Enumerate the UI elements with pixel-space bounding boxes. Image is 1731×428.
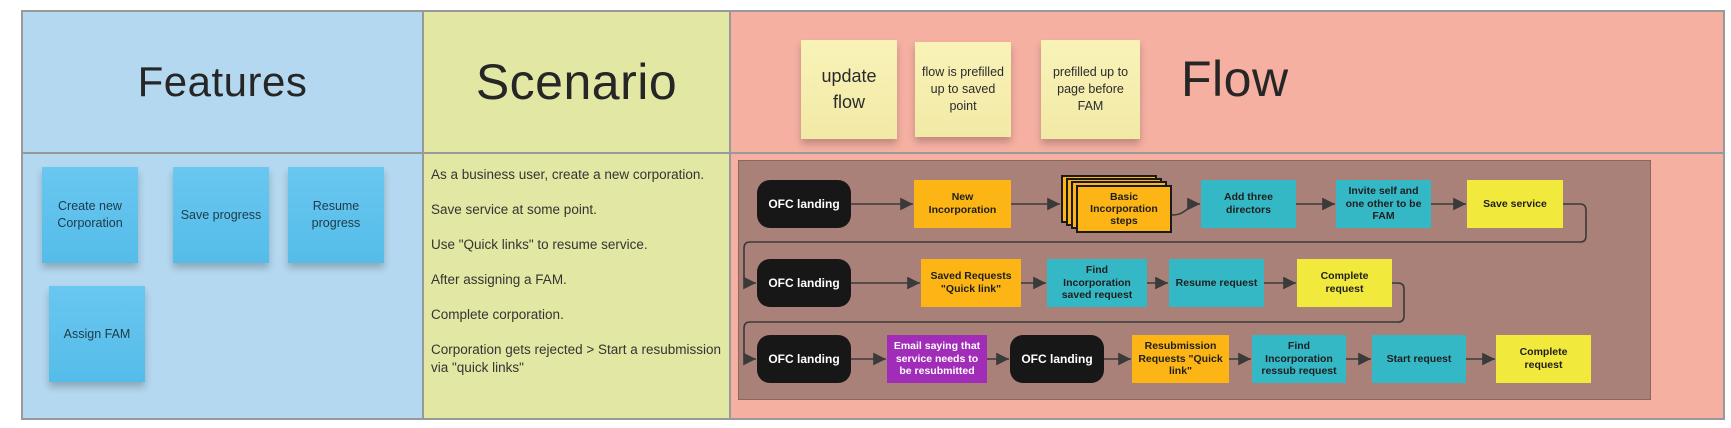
flow-node-label: Saved Requests "Quick link" — [930, 270, 1012, 295]
flow-column: update flow flow is prefilled up to save… — [731, 12, 1723, 418]
flow-diagram-panel: OFC landing New Incorporation Basic Inco… — [738, 160, 1651, 400]
flow-node-label: Email saying that service needs to be re… — [893, 340, 981, 378]
sticky-note-label: Resume progress — [311, 199, 361, 230]
scenario-header: Scenario — [424, 12, 729, 154]
scenario-column: Scenario As a business user, create a ne… — [424, 12, 731, 418]
scenario-body: As a business user, create a new corpora… — [424, 154, 729, 418]
flow-node-complete-request[interactable]: Complete request — [1496, 335, 1591, 383]
sticky-note-prefilled-before-fam[interactable]: prefilled up to page before FAM — [1041, 40, 1140, 139]
flow-title: Flow — [1181, 51, 1289, 107]
sticky-note-label: flow is prefilled up to saved point — [922, 65, 1004, 113]
scenario-line: via "quick links" — [431, 360, 524, 375]
flow-node-ofc-landing[interactable]: OFC landing — [757, 335, 851, 383]
flow-node-label: Find Incorporation saved request — [1061, 264, 1133, 302]
flow-node-save-service[interactable]: Save service — [1467, 180, 1563, 228]
features-title: Features — [137, 58, 308, 105]
flow-node-label: Invite self and one other to be FAM — [1345, 185, 1422, 223]
flow-node-label: OFC landing — [768, 275, 840, 290]
flow-node-saved-requests-quick-link[interactable]: Saved Requests "Quick link" — [921, 259, 1021, 307]
flow-node-new-incorporation[interactable]: New Incorporation — [914, 180, 1011, 228]
flow-node-label: Complete request — [1320, 270, 1369, 295]
sticky-note-update-flow[interactable]: update flow — [801, 40, 897, 139]
sticky-note-resume-progress[interactable]: Resume progress — [288, 167, 384, 263]
scenario-title: Scenario — [475, 54, 678, 110]
flow-node-label: Start request — [1386, 352, 1452, 365]
flow-node-label: Find Incorporation ressub request — [1261, 340, 1337, 378]
flow-node-label: OFC landing — [768, 351, 840, 366]
flow-node-add-three-directors[interactable]: Add three directors — [1201, 180, 1296, 228]
sticky-note-label: prefilled up to page before FAM — [1052, 65, 1129, 113]
sticky-note-label: Save progress — [180, 207, 262, 222]
flow-node-complete-request[interactable]: Complete request — [1297, 259, 1392, 307]
scenario-line: Complete corporation. — [431, 307, 564, 322]
flow-node-label: Add three directors — [1223, 191, 1273, 216]
flow-node-label: Complete request — [1519, 346, 1568, 371]
planning-board: Features Create new Corporation Save pro… — [21, 10, 1725, 420]
sticky-note-label: Create new Corporation — [57, 199, 123, 230]
sticky-note-create-new-corporation[interactable]: Create new Corporation — [42, 167, 138, 263]
scenario-line: After assigning a FAM. — [431, 272, 567, 287]
flow-body: OFC landing New Incorporation Basic Inco… — [731, 154, 1723, 418]
flow-node-label: OFC landing — [768, 196, 840, 211]
flow-node-find-incorporation-saved-request[interactable]: Find Incorporation saved request — [1047, 259, 1147, 307]
scenario-line: Save service at some point. — [431, 202, 597, 217]
flow-node-start-request[interactable]: Start request — [1372, 335, 1466, 383]
flow-node-label: OFC landing — [1021, 351, 1093, 366]
stack-card-front: Basic Incorporation steps — [1076, 185, 1172, 233]
flow-node-label: Resume request — [1175, 276, 1258, 289]
flow-node-label: Save service — [1483, 197, 1547, 210]
flow-node-basic-incorporation-steps[interactable]: Basic Incorporation steps — [1061, 175, 1172, 235]
flow-node-ofc-landing[interactable]: OFC landing — [757, 259, 851, 307]
sticky-note-save-progress[interactable]: Save progress — [173, 167, 269, 263]
flow-node-resume-request[interactable]: Resume request — [1169, 259, 1264, 307]
sticky-note-label: Assign FAM — [63, 326, 131, 341]
flow-node-label: Basic Incorporation steps — [1090, 190, 1158, 228]
flow-connectors — [743, 197, 1587, 366]
sticky-note-prefilled-saved-point[interactable]: flow is prefilled up to saved point — [915, 42, 1011, 137]
sticky-note-label: update flow — [821, 66, 877, 112]
features-body: Create new Corporation Save progress Res… — [23, 154, 422, 418]
scenario-line: Use "Quick links" to resume service. — [431, 237, 648, 252]
sticky-note-assign-fam[interactable]: Assign FAM — [49, 286, 145, 382]
features-column: Features Create new Corporation Save pro… — [23, 12, 424, 418]
flow-node-invite-self-fam[interactable]: Invite self and one other to be FAM — [1336, 180, 1431, 228]
scenario-line: Corporation gets rejected > Start a resu… — [431, 342, 722, 357]
scenario-line: As a business user, create a new corpora… — [431, 167, 705, 182]
features-header: Features — [23, 12, 422, 154]
flow-node-label: Resubmission Requests "Quick link" — [1138, 340, 1223, 378]
flow-node-resubmission-requests-quick-link[interactable]: Resubmission Requests "Quick link" — [1132, 335, 1229, 383]
flow-node-email-resubmit[interactable]: Email saying that service needs to be re… — [887, 335, 987, 383]
flow-node-ofc-landing[interactable]: OFC landing — [1010, 335, 1104, 383]
flow-node-ofc-landing[interactable]: OFC landing — [757, 180, 851, 228]
flow-header: update flow flow is prefilled up to save… — [731, 12, 1723, 154]
flow-node-find-incorporation-ressub-request[interactable]: Find Incorporation ressub request — [1252, 335, 1346, 383]
flow-node-label: New Incorporation — [928, 191, 997, 216]
